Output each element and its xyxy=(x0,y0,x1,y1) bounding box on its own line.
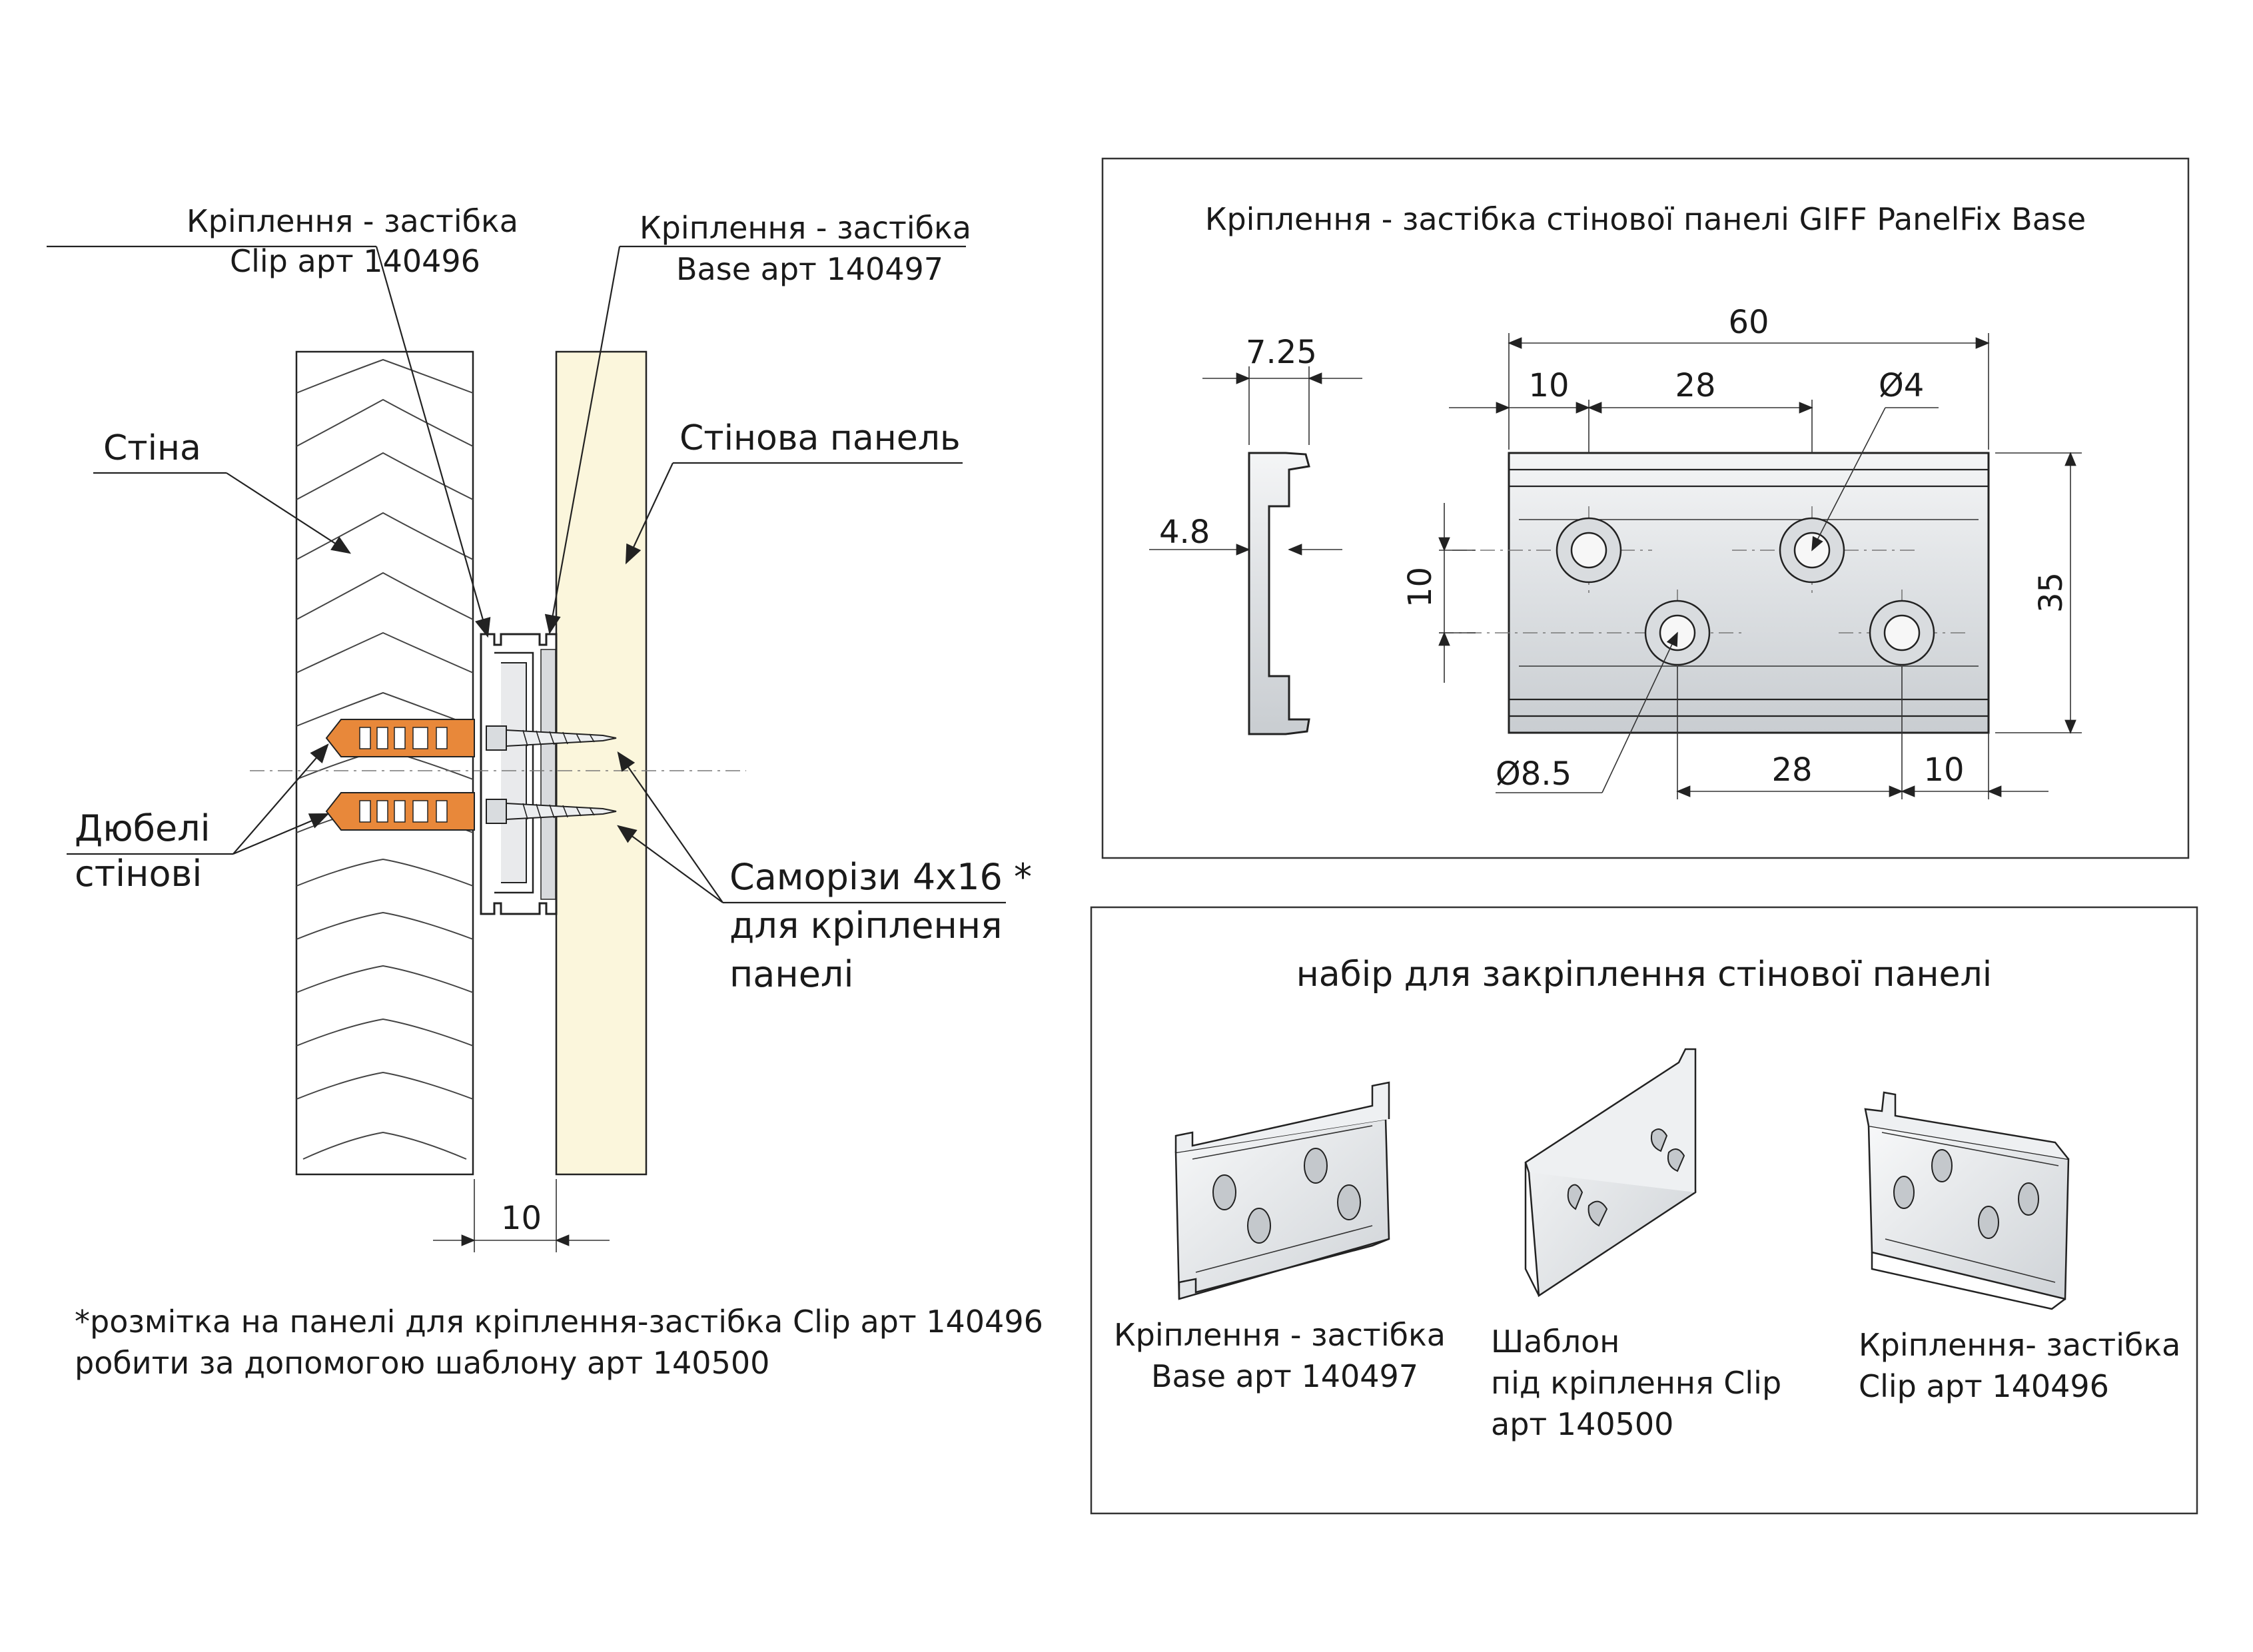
kit-item-2-line3: арт 140500 xyxy=(1491,1406,1673,1442)
callout-base-line1: Кріплення - застібка xyxy=(640,210,971,246)
kit-item-clip-illustration xyxy=(1864,1091,2070,1310)
callout-clip: Кріплення - застібка Clip арт 140496 xyxy=(47,203,518,638)
mounting-profile xyxy=(480,633,558,915)
kit-item-2-line2: під кріплення Clip xyxy=(1491,1365,1781,1401)
dim-bottom-spacing: 28 xyxy=(1771,751,1812,789)
left-section: Кріплення - застібка Clip арт 140496 Крі… xyxy=(47,203,1043,1381)
dim-top-spacing: 28 xyxy=(1675,367,1715,404)
callout-clip-line1: Кріплення - застібка xyxy=(187,203,518,239)
side-profile: 7.25 4.8 xyxy=(1149,334,1362,735)
screws-label-line3: панелі xyxy=(729,953,853,995)
kit-item-1-line2: Base арт 140497 xyxy=(1151,1358,1418,1394)
footnote-line2: робити за допомогою шаблону арт 140500 xyxy=(75,1345,769,1381)
kit-item-template-illustration xyxy=(1524,1048,1697,1298)
screw-lower xyxy=(486,799,617,824)
kit-item-2-line1: Шаблон xyxy=(1491,1324,1619,1360)
dim-profile-width: 7.25 xyxy=(1246,334,1317,371)
kit-item-1-line1: Кріплення - застібка xyxy=(1114,1317,1446,1353)
callout-wall: Стіна xyxy=(93,428,352,554)
callout-panel: Стінова панель xyxy=(625,418,963,565)
screws-label-line1: Саморізи 4х16 * xyxy=(729,856,1032,898)
dim-profile-depth: 4.8 xyxy=(1159,514,1210,551)
dim-left-offset: 10 xyxy=(1528,367,1569,404)
kit-item-3-line1: Кріплення- застібка xyxy=(1859,1327,2180,1363)
dowel-upper xyxy=(325,719,475,757)
footnote-line1: *розмітка на панелі для кріплення-застіб… xyxy=(75,1304,1043,1340)
dowels-label-line2: стінові xyxy=(75,853,202,895)
dowel-lower xyxy=(325,792,475,831)
dim-small-hole: Ø4 xyxy=(1879,367,1924,404)
dowels-label-line1: Дюбелі xyxy=(75,807,211,849)
plate-dimensions: 60 10 28 Ø4 10 35 xyxy=(1402,304,2082,799)
wall-label: Стіна xyxy=(103,428,201,468)
hole-1 xyxy=(1556,517,1622,584)
gap-dimension-text: 10 xyxy=(501,1200,542,1237)
hole-4 xyxy=(1869,600,1935,666)
wall-body xyxy=(295,350,474,1176)
wood-grain xyxy=(296,358,474,1160)
front-plate xyxy=(1439,452,1990,734)
dim-right-offset: 10 xyxy=(1923,751,1964,789)
dim-large-hole: Ø8.5 xyxy=(1496,755,1572,793)
callout-screws: Саморізи 4х16 * для кріплення панелі xyxy=(617,751,1032,995)
screw-upper xyxy=(486,725,617,751)
kit-box: набір для закріплення стінової панелі Кр… xyxy=(1090,906,2198,1515)
kit-title: набір для закріплення стінової панелі xyxy=(1296,955,1992,995)
callout-dowels: Дюбелі стінові xyxy=(67,743,330,895)
screws-label-line2: для кріплення xyxy=(729,905,1003,947)
drawing-title: Кріплення - застібка стінової панелі GIF… xyxy=(1205,201,2086,237)
callout-base: Кріплення - застібка Base арт 140497 xyxy=(544,210,971,635)
panel-label: Стінова панель xyxy=(679,418,961,458)
gap-dimension: 10 xyxy=(433,1179,610,1252)
dim-height: 35 xyxy=(2032,572,2070,613)
wall-panel xyxy=(555,350,648,1176)
callout-base-line2: Base арт 140497 xyxy=(676,251,943,287)
dim-total-length: 60 xyxy=(1728,304,1769,341)
kit-item-3-line2: Clip арт 140496 xyxy=(1859,1368,2109,1404)
kit-item-base-illustration xyxy=(1174,1081,1390,1300)
technical-drawing-box: Кріплення - застібка стінової панелі GIF… xyxy=(1101,157,2190,859)
callout-clip-line2: Clip арт 140496 xyxy=(230,243,480,279)
dim-vertical-offset: 10 xyxy=(1402,567,1439,608)
